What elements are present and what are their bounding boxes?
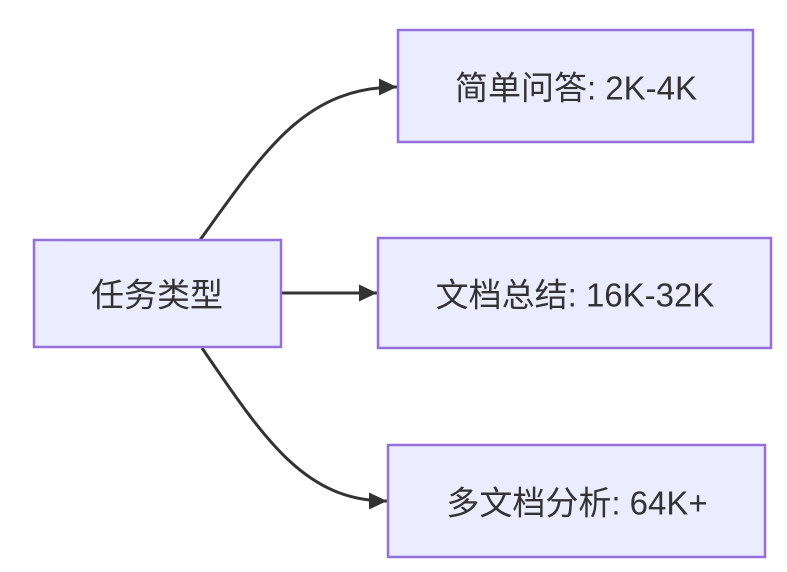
edge-root-to-multi-doc-analysis bbox=[200, 347, 388, 510]
node-doc-summary-label: 文档总结: 16K-32K bbox=[436, 277, 715, 314]
node-simple-qa-box bbox=[396, 28, 755, 144]
node-multi-doc-analysis: 多文档分析: 64K+ bbox=[386, 443, 767, 559]
node-task-type-label: 任务类型 bbox=[91, 277, 223, 314]
node-doc-summary-box bbox=[376, 236, 773, 350]
node-multi-doc-analysis-label: 多文档分析: 64K+ bbox=[446, 485, 707, 522]
node-simple-qa-label: 简单问答: 2K-4K bbox=[455, 70, 697, 107]
node-multi-doc-analysis-box bbox=[386, 443, 767, 559]
node-task-type: 任务类型 bbox=[32, 238, 283, 349]
node-simple-qa: 简单问答: 2K-4K bbox=[396, 28, 755, 144]
node-task-type-box bbox=[32, 238, 283, 349]
node-doc-summary: 文档总结: 16K-32K bbox=[376, 236, 773, 350]
edge-root-to-simple-qa bbox=[198, 78, 398, 241]
